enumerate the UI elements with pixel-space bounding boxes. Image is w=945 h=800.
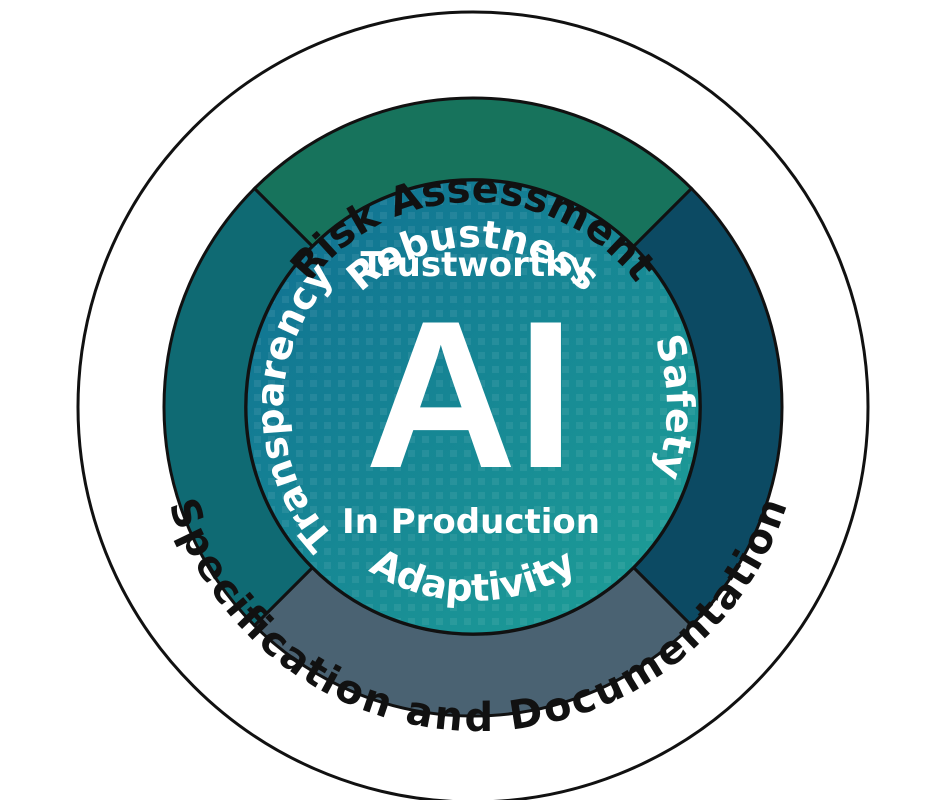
core-title: Trustworthy — [360, 245, 591, 285]
core-headline: AI — [365, 277, 575, 512]
core-texture — [248, 182, 698, 632]
core-subtitle: In Production — [342, 502, 600, 542]
